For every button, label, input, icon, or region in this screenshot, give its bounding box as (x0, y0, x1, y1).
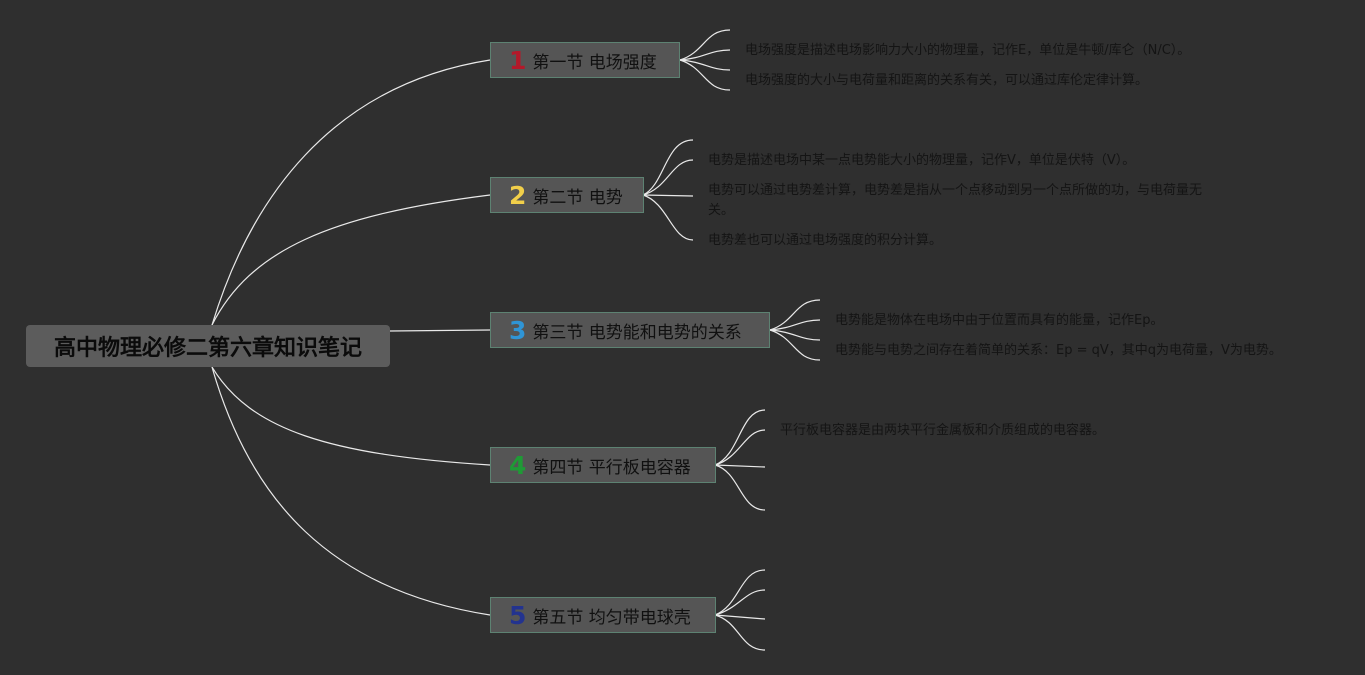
section-3-note-1[interactable]: 电势能是物体在电场中由于位置而具有的能量，记作Ep。 (835, 313, 1164, 328)
section-5-node[interactable]: 5 第五节 均匀带电球壳 (490, 597, 716, 633)
link-s3-branch-c (769, 329, 821, 341)
link-s2-branch-a (642, 139, 694, 196)
section-3-node[interactable]: 3 第三节 电势能和电势的关系 (490, 312, 770, 348)
link-s1-branch-c (679, 59, 731, 71)
section-3-note-2[interactable]: 电势能与电势之间存在着简单的关系：Ep = qV，其中q为电荷量，V为电势。 (835, 343, 1282, 358)
section-2-number-badge: 2 (509, 180, 527, 210)
section-1-node[interactable]: 1 第一节 电场强度 (490, 42, 680, 78)
link-s4-branch-c (714, 464, 766, 468)
link-s2-branch-b (642, 159, 694, 196)
section-3-title: 第三节 电势能和电势的关系 (532, 322, 742, 343)
section-3-number-badge: 3 (509, 315, 527, 345)
link-s1-branch-b (679, 49, 731, 61)
section-4-title: 第四节 平行板电容器 (532, 457, 691, 478)
link-s5-branch-a (714, 569, 766, 616)
link-root-section-5 (211, 366, 491, 616)
link-s4-branch-b (714, 429, 766, 466)
link-s1-branch-a (679, 29, 731, 61)
section-4-node[interactable]: 4 第四节 平行板电容器 (490, 447, 716, 483)
link-s4-branch-a (714, 409, 766, 466)
section-1-note-2[interactable]: 电场强度的大小与电荷量和距离的关系有关，可以通过库伦定律计算。 (745, 73, 1149, 88)
section-2-note-1[interactable]: 电势是描述电场中某一点电势能大小的物理量，记作V，单位是伏特（V）。 (708, 153, 1136, 168)
link-root-section-3 (389, 329, 491, 332)
link-root-section-4 (211, 366, 491, 466)
link-s5-branch-c (714, 614, 766, 620)
section-1-title: 第一节 电场强度 (532, 52, 657, 73)
link-s2-branch-d (642, 194, 694, 241)
root-topic[interactable]: 高中物理必修二第六章知识笔记 (26, 325, 390, 367)
section-2-node[interactable]: 2 第二节 电势 (490, 177, 644, 213)
link-s3-branch-a (769, 299, 821, 331)
link-s2-branch-c (642, 194, 694, 197)
section-4-number-badge: 4 (509, 450, 527, 480)
section-1-note-1[interactable]: 电场强度是描述电场影响力大小的物理量，记作E，单位是牛顿/库仑（N/C）。 (745, 43, 1191, 58)
link-s1-branch-d (679, 59, 731, 91)
section-2-note-2[interactable]: 电势可以通过电势差计算，电势差是指从一个点移动到另一个点所做的功，与电荷量无关。 (708, 183, 1203, 218)
link-root-section-2 (211, 194, 491, 326)
section-5-title: 第五节 均匀带电球壳 (532, 607, 691, 628)
link-s3-branch-b (769, 319, 821, 331)
link-root-section-1 (211, 59, 491, 326)
section-1-number-badge: 1 (509, 45, 527, 75)
link-s4-branch-d (714, 464, 766, 511)
link-s5-branch-d (714, 614, 766, 651)
link-s5-branch-b (714, 589, 766, 616)
section-2-title: 第二节 电势 (532, 187, 623, 208)
section-5-number-badge: 5 (509, 600, 527, 630)
section-2-note-3[interactable]: 电势差也可以通过电场强度的积分计算。 (708, 233, 943, 248)
link-s3-branch-d (769, 329, 821, 361)
section-4-note-1[interactable]: 平行板电容器是由两块平行金属板和介质组成的电容器。 (780, 423, 1106, 438)
root-title: 高中物理必修二第六章知识笔记 (53, 336, 362, 361)
